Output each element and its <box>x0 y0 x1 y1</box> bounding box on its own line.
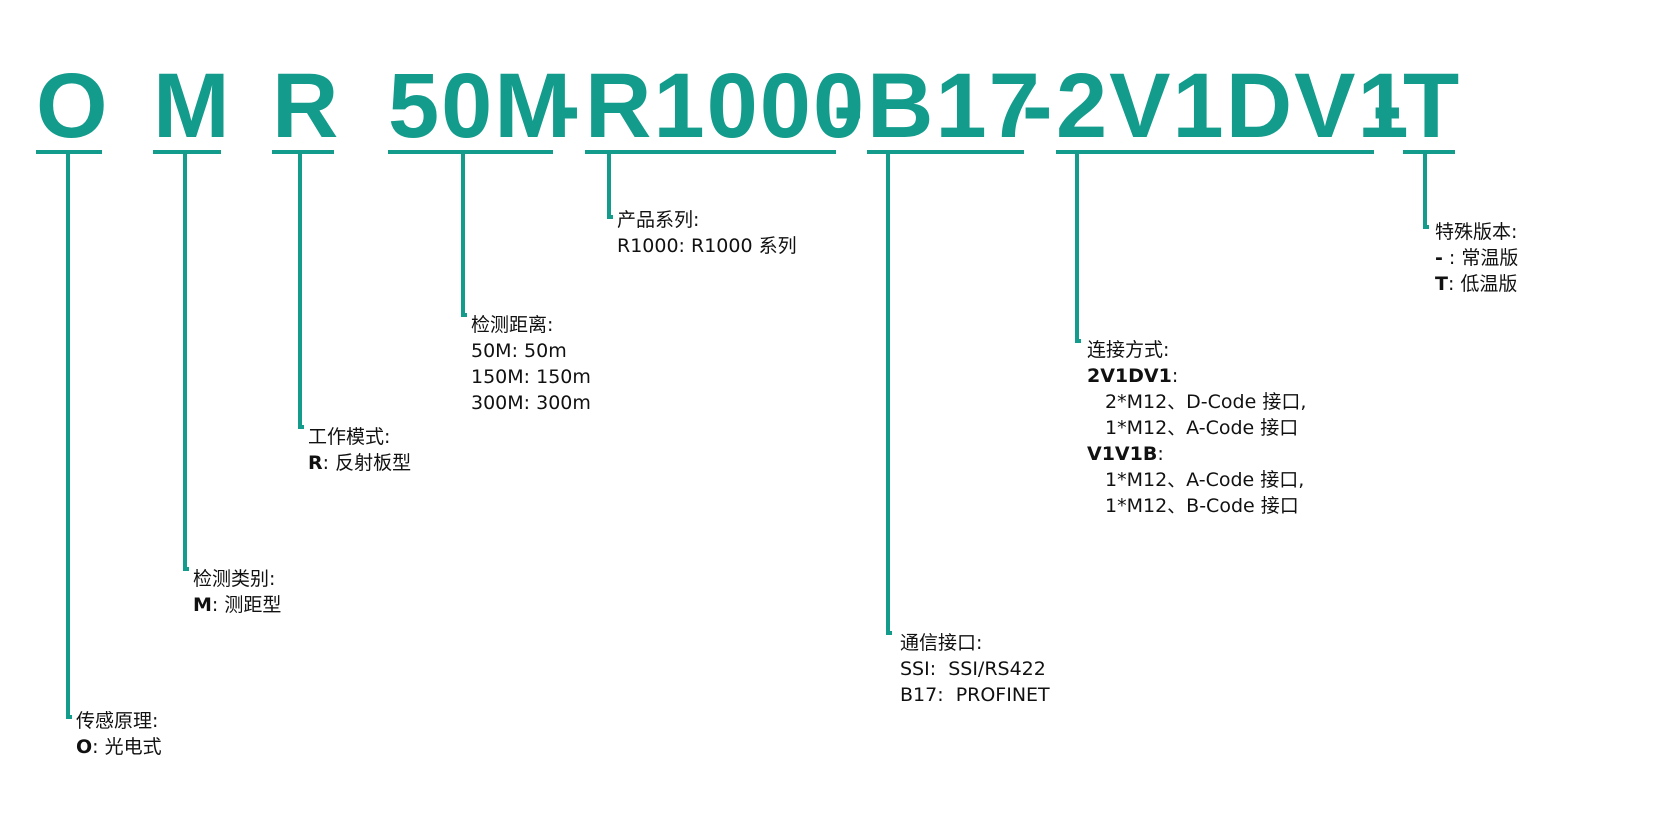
desc-mode-row: R: 反射板型 <box>308 452 412 474</box>
desc-connection-row: 1*M12、A-Code 接口, <box>1105 469 1305 491</box>
underline-r <box>272 150 334 154</box>
leader-range-vertical <box>461 152 465 316</box>
underline-series <box>585 150 836 154</box>
desc-detect-type-row: M: 测距型 <box>193 594 282 616</box>
leader-connection-vertical <box>1075 152 1079 342</box>
desc-mode: 工作模式: R: 反射板型 <box>308 424 411 476</box>
leader-special-horizontal <box>1423 225 1429 229</box>
desc-distance-row: 50M: 50m <box>471 340 567 362</box>
desc-special: 特殊版本: - : 常温版 T: 低温版 <box>1435 219 1518 297</box>
desc-distance-title: 检测距离: <box>471 314 554 336</box>
code-connection: 2V1DV1 <box>1056 55 1411 157</box>
desc-sensing-title: 传感原理: <box>76 710 159 732</box>
leader-o-vertical <box>66 152 70 718</box>
desc-special-title: 特殊版本: <box>1435 221 1518 243</box>
leader-m-horizontal <box>183 567 189 571</box>
leader-m-vertical <box>183 152 187 570</box>
code-dash-3: - <box>1022 55 1055 157</box>
leader-series-horizontal <box>607 215 613 219</box>
desc-sensing: 传感原理: O: 光电式 <box>76 708 162 760</box>
underline-m <box>153 150 221 154</box>
desc-special-row: - : 常温版 <box>1435 247 1519 269</box>
desc-distance-row: 150M: 150m <box>471 366 591 388</box>
underline-interface <box>867 150 1024 154</box>
desc-distance: 检测距离: 50M: 50m 150M: 150m 300M: 300m <box>471 312 591 416</box>
desc-comm-row: SSI: SSI/RS422 <box>900 658 1046 680</box>
code-interface: B17 <box>867 55 1042 157</box>
code-dash-1: - <box>550 55 583 157</box>
desc-series-row: R1000: R1000 系列 <box>617 235 797 257</box>
leader-series-vertical <box>607 152 611 218</box>
desc-mode-title: 工作模式: <box>308 426 391 448</box>
desc-connection-group-key: V1V1B: <box>1087 443 1164 465</box>
leader-special-vertical <box>1423 152 1427 228</box>
code-o: O <box>36 55 110 157</box>
desc-connection-row: 1*M12、A-Code 接口 <box>1105 417 1299 439</box>
desc-distance-row: 300M: 300m <box>471 392 591 414</box>
code-dash-4: - <box>1372 55 1405 157</box>
code-special: T <box>1403 55 1462 157</box>
desc-comm-title: 通信接口: <box>900 632 983 654</box>
desc-sensing-row: O: 光电式 <box>76 736 162 758</box>
desc-connection-row: 2*M12、D-Code 接口, <box>1105 391 1307 413</box>
desc-detect-type: 检测类别: M: 测距型 <box>193 566 281 618</box>
code-range: 50M <box>388 55 573 157</box>
leader-r-horizontal <box>298 425 304 429</box>
leader-connection-horizontal <box>1075 339 1081 343</box>
underline-special <box>1403 150 1455 154</box>
underline-connection <box>1056 150 1374 154</box>
leader-r-vertical <box>298 152 302 428</box>
code-r: R <box>272 55 341 157</box>
desc-comm-row: B17: PROFINET <box>900 684 1050 706</box>
code-m: M <box>153 55 232 157</box>
desc-detect-type-title: 检测类别: <box>193 568 276 590</box>
leader-interface-horizontal <box>886 631 892 635</box>
desc-connection-title: 连接方式: <box>1087 339 1170 361</box>
code-series: R1000 <box>585 55 867 157</box>
desc-connection-row: 1*M12、B-Code 接口 <box>1105 495 1299 517</box>
underline-range <box>388 150 553 154</box>
leader-o-horizontal <box>66 715 72 719</box>
desc-comm: 通信接口: SSI: SSI/RS422 B17: PROFINET <box>900 630 1050 708</box>
leader-range-horizontal <box>461 313 467 317</box>
desc-series: 产品系列: R1000: R1000 系列 <box>617 207 797 259</box>
desc-series-title: 产品系列: <box>617 209 700 231</box>
desc-special-row: T: 低温版 <box>1435 273 1518 295</box>
desc-connection-group-key: 2V1DV1: <box>1087 365 1179 387</box>
desc-connection: 连接方式: 2V1DV1: 2*M12、D-Code 接口, 1*M12、A-C… <box>1087 337 1306 519</box>
leader-interface-vertical <box>886 152 890 634</box>
code-dash-2: - <box>833 55 866 157</box>
